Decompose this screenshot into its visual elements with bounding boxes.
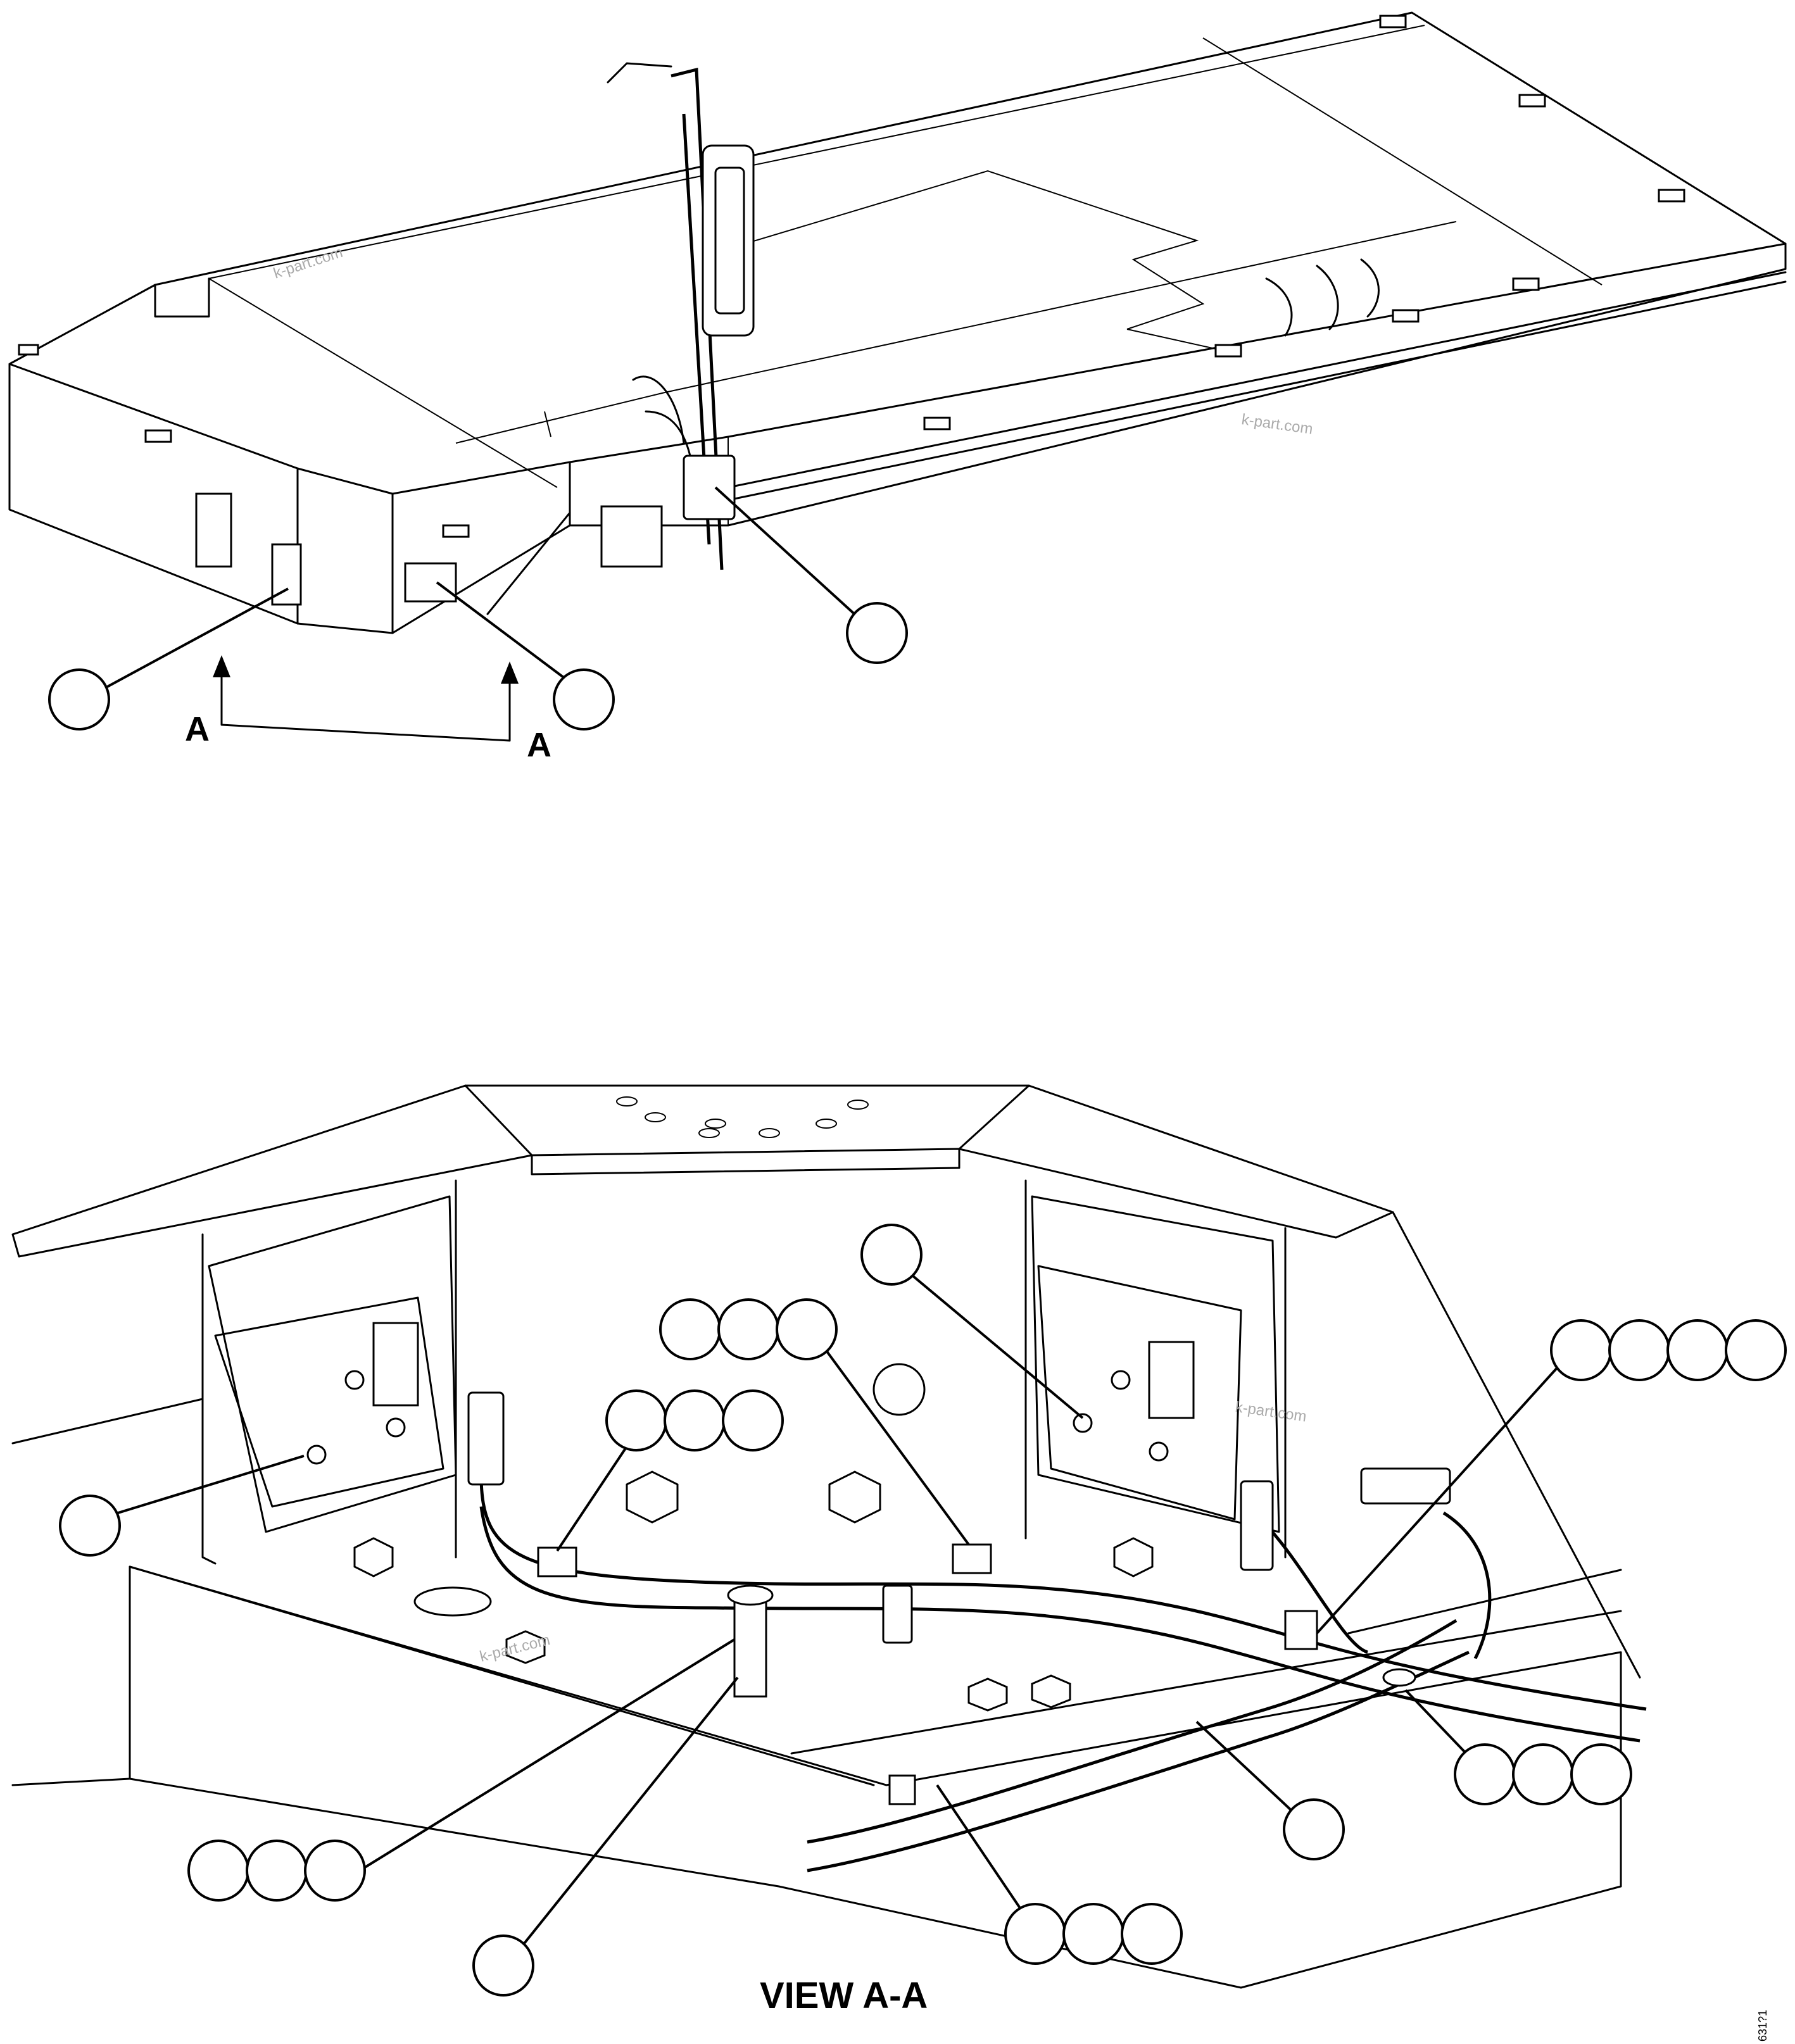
frame-assembly (8, 11, 1787, 634)
view-title: VIEW A-A (760, 1975, 928, 2016)
callout-bubble (722, 1389, 784, 1451)
callout-bubble (605, 1389, 667, 1451)
watermark: k-part.com (272, 244, 345, 282)
callout-bubble (304, 1840, 366, 1902)
section-indicator: A A (185, 655, 551, 764)
callout-bubble (659, 1298, 721, 1360)
callout-bubble (1004, 1903, 1066, 1965)
callout-bubble (1454, 1743, 1516, 1805)
section-label-right: A (527, 726, 551, 764)
callout-bubble (776, 1298, 838, 1360)
view-aa-detail (11, 1084, 1647, 1989)
callout-bubble (1062, 1903, 1124, 1965)
callout-bubble (48, 668, 110, 730)
callout-bubble (846, 602, 908, 664)
callout-bubble (1666, 1319, 1729, 1381)
callout-bubble (1121, 1903, 1183, 1965)
callout-bubble (1512, 1743, 1574, 1805)
callout-bubble (1725, 1319, 1787, 1381)
watermark: k-part.com (1240, 411, 1314, 438)
watermark: k-part.com (1234, 1398, 1307, 1426)
callout-bubble (553, 668, 615, 730)
drawing-code: 631?1 (1756, 2010, 1769, 2041)
callout-bubble (717, 1298, 779, 1360)
callout-bubble (860, 1224, 923, 1286)
callout-bubble (187, 1840, 249, 1902)
top-callouts (48, 486, 908, 730)
callout-bubble (1570, 1743, 1632, 1805)
callout-bubble (472, 1934, 534, 1997)
callout-bubble (1283, 1798, 1345, 1860)
callout-bubble (664, 1389, 726, 1451)
callout-bubble (1608, 1319, 1670, 1381)
view-callouts (59, 1224, 1787, 1997)
callout-bubble (1550, 1319, 1612, 1381)
callout-bubble (59, 1495, 121, 1557)
section-label-left: A (185, 710, 210, 748)
callout-bubble (246, 1840, 308, 1902)
